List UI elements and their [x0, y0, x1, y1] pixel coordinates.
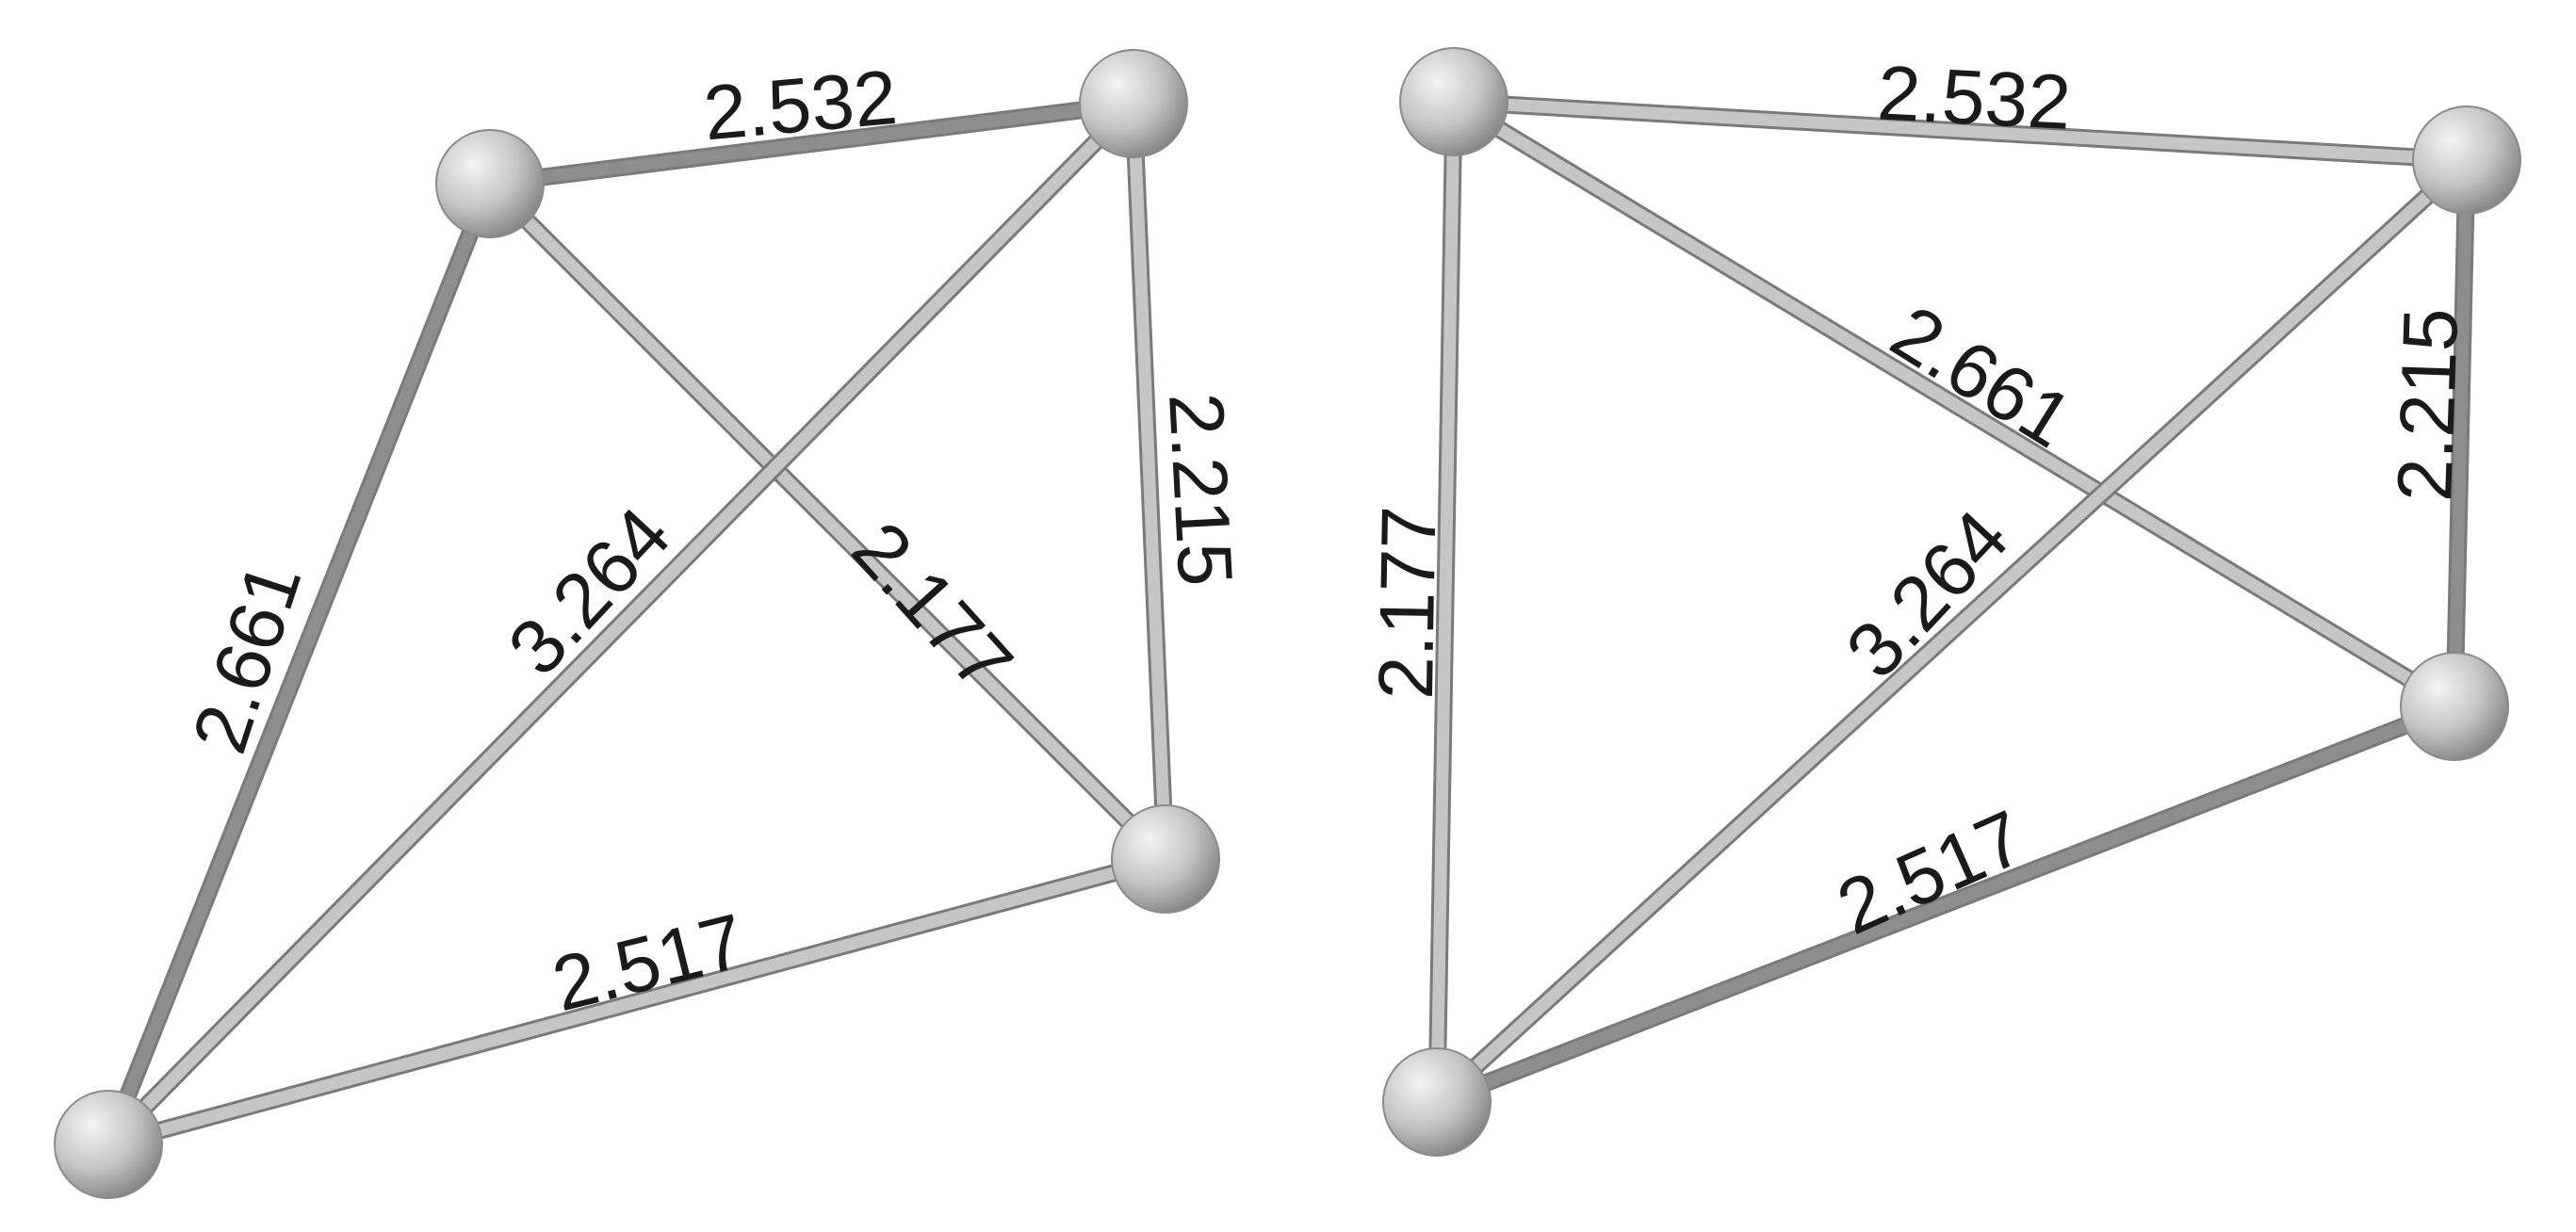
atom-left-B — [1079, 49, 1188, 158]
atom-left-D — [54, 1090, 163, 1199]
bond-length-label: 2.215 — [2382, 307, 2474, 503]
bond-left-AD — [102, 181, 497, 1147]
atom-right-A — [1399, 47, 1508, 156]
bond-right-BD — [1432, 155, 2471, 1107]
bond-left-AC — [485, 179, 1170, 864]
bond-left-BC — [1127, 103, 1172, 860]
bond-right-BC — [2448, 159, 2473, 707]
bond-length-label: 2.517 — [1825, 794, 2036, 951]
bond-left-AB — [489, 97, 1134, 190]
bond-length-label: 2.177 — [836, 506, 1029, 706]
atom-right-C — [2400, 652, 2509, 761]
atom-right-B — [2412, 105, 2521, 215]
bond-length-label: 2.532 — [1875, 50, 2073, 146]
bond-left-BD — [104, 99, 1138, 1149]
bond-right-AD — [1430, 101, 1460, 1103]
bond-length-label: 2.532 — [700, 55, 900, 157]
bond-left-CD — [106, 852, 1167, 1151]
atom-right-D — [1382, 1047, 1492, 1157]
bond-right-AB — [1453, 95, 2468, 167]
bond-length-label: 2.517 — [545, 898, 753, 1028]
bond-length-label: 2.177 — [1363, 506, 1453, 701]
bond-length-label: 2.215 — [1152, 391, 1248, 589]
atom-left-C — [1111, 804, 1220, 914]
bond-right-CD — [1434, 700, 2457, 1109]
atom-left-A — [435, 129, 545, 238]
bond-right-AC — [1450, 96, 2458, 712]
bond-length-label: 2.661 — [1877, 289, 2086, 464]
